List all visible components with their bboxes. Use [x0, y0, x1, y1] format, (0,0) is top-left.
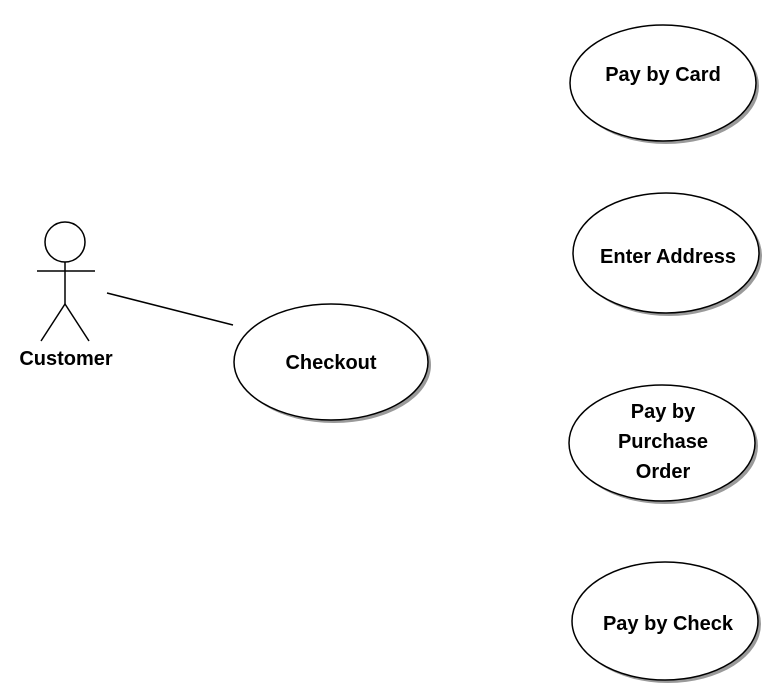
- use-case-label: Checkout: [285, 352, 376, 374]
- association-line: [106, 292, 234, 326]
- actor-left-leg: [40, 303, 66, 342]
- use-case-label: Pay by Check: [603, 613, 734, 635]
- use-case-checkout[interactable]: Checkout: [233, 303, 431, 423]
- use-case-ellipse: [233, 303, 429, 421]
- use-case-ellipse: [568, 384, 756, 502]
- use-case-pay-by-purchase-order[interactable]: Pay by Purchase Order: [568, 384, 758, 504]
- use-case-pay-by-card[interactable]: Pay by Card: [569, 24, 759, 144]
- use-case-label: Pay by Card: [605, 64, 721, 86]
- use-case-label-line-2: Purchase: [618, 431, 708, 453]
- use-case-ellipse: [571, 561, 759, 681]
- actor-head: [44, 221, 86, 263]
- use-case-label-line-1: Pay by: [631, 401, 696, 423]
- use-case-ellipse: [572, 192, 760, 314]
- use-case-ellipse: [569, 24, 757, 142]
- use-case-label-line-3: Order: [636, 461, 691, 483]
- actor-right-leg: [64, 303, 90, 342]
- actor-customer[interactable]: Customer: [19, 221, 113, 370]
- use-case-label: Enter Address: [600, 246, 736, 268]
- actor-label: Customer: [19, 348, 113, 370]
- use-case-pay-by-check[interactable]: Pay by Check: [571, 561, 761, 683]
- use-case-enter-address[interactable]: Enter Address: [572, 192, 762, 316]
